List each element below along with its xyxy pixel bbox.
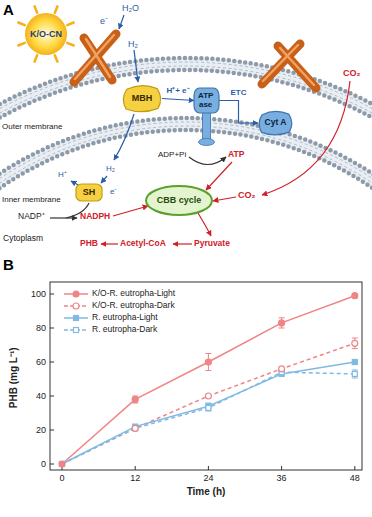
molecule-label: CO₂ bbox=[238, 190, 256, 200]
x-tick-label: 12 bbox=[130, 473, 140, 483]
node-text: ATP ase bbox=[198, 91, 213, 109]
molecule-label: H₂O bbox=[122, 3, 139, 13]
legend-sample bbox=[64, 289, 88, 299]
electron-label: e⁻ bbox=[100, 16, 108, 26]
legend-marker bbox=[74, 328, 79, 333]
connector bbox=[219, 101, 258, 124]
electron-label: e⁻ bbox=[110, 187, 117, 196]
chart-frame bbox=[50, 282, 362, 470]
x-tick-label: 36 bbox=[277, 473, 287, 483]
y-tick-label: 60 bbox=[36, 357, 46, 367]
legend-text: R. eutropha-Dark bbox=[92, 325, 157, 335]
rounded-shape bbox=[194, 88, 219, 113]
y-axis-title: PHB (mg L⁻¹) bbox=[7, 348, 19, 409]
edge-label: ETC bbox=[231, 88, 247, 97]
panel-letter: A bbox=[3, 1, 14, 18]
pathway-arrows bbox=[50, 15, 350, 244]
legend-entry: K/O-R. eutropha-Light bbox=[64, 289, 175, 299]
legend-marker bbox=[74, 316, 79, 321]
sh-enzyme: SH bbox=[76, 184, 102, 201]
metabolite-label: Acetyl-CoA bbox=[120, 239, 166, 249]
sun-ray bbox=[67, 43, 73, 46]
mbh-enzyme: MBH bbox=[122, 84, 162, 113]
legend-marker bbox=[73, 291, 79, 297]
node-text: K/O-CN bbox=[30, 29, 62, 39]
x-tick-label: 48 bbox=[350, 473, 360, 483]
node-text: CBB cycle bbox=[156, 195, 202, 205]
sun-ray bbox=[18, 43, 24, 46]
chart-markers bbox=[59, 293, 358, 467]
legend-marker bbox=[73, 303, 79, 309]
region-label: Cytoplasm bbox=[3, 234, 43, 244]
inner-membrane bbox=[0, 118, 372, 191]
legend-entry: R. eutropha-Light bbox=[64, 313, 158, 323]
connector bbox=[162, 99, 194, 101]
y-tick-label: 40 bbox=[36, 391, 46, 401]
edge-label: H⁺+ e⁻ bbox=[166, 86, 189, 95]
sun-ray bbox=[35, 6, 38, 12]
chart-series bbox=[62, 296, 358, 464]
y-tick-label: 0 bbox=[41, 459, 46, 469]
legend-text: K/O-R. eutropha-Dark bbox=[92, 301, 175, 311]
node-text: Cyt A bbox=[264, 118, 287, 128]
x-axis-title: Time (h) bbox=[187, 486, 226, 498]
y-tick-label: 80 bbox=[36, 323, 46, 333]
molecule-label: ADP+Pi bbox=[158, 150, 186, 159]
legend-text: K/O-R. eutropha-Light bbox=[92, 289, 175, 299]
blob-shape bbox=[123, 86, 160, 112]
rounded-shape bbox=[76, 184, 102, 201]
node-text: SH bbox=[82, 187, 96, 197]
molecule-label: H₂ bbox=[106, 164, 115, 173]
photocatalyst-sun: K/O-CN bbox=[14, 2, 78, 66]
sun-ray bbox=[35, 55, 38, 61]
ion-label: H⁺ bbox=[58, 170, 67, 179]
sun-ray bbox=[55, 55, 58, 61]
molecule-label: ATP bbox=[228, 150, 244, 160]
cofactor-label: NADPH bbox=[80, 212, 110, 222]
membrane-label: Outer membrane bbox=[2, 122, 62, 131]
molecule-label: CO₂ bbox=[343, 68, 361, 78]
legend-text: R. eutropha-Light bbox=[92, 313, 158, 323]
product-label: PHB bbox=[80, 239, 98, 249]
blob-shape bbox=[259, 111, 292, 134]
legend-sample bbox=[64, 325, 88, 335]
panel-letter: B bbox=[3, 256, 14, 273]
y-tick-label: 100 bbox=[31, 289, 46, 299]
cofactor-label: NADP⁺ bbox=[18, 212, 45, 222]
sun-ray bbox=[18, 23, 24, 26]
node-text: MBH bbox=[131, 93, 153, 103]
atp-synthase-stalk bbox=[199, 110, 215, 146]
molecule-label: H₂ bbox=[128, 39, 138, 49]
x-tick-label: 0 bbox=[59, 473, 64, 483]
legend-sample bbox=[64, 301, 88, 311]
x-tick-label: 24 bbox=[203, 473, 213, 483]
atp-synthase: ATP ase bbox=[194, 88, 219, 113]
legend-sample bbox=[64, 313, 88, 323]
sun-ray bbox=[67, 23, 73, 26]
cbb-cycle: CBB cycle bbox=[146, 186, 212, 215]
y-tick-label: 20 bbox=[36, 425, 46, 435]
metabolite-label: Pyruvate bbox=[194, 239, 230, 249]
nanorods bbox=[74, 34, 316, 88]
cytochrome: Cyt A bbox=[258, 110, 293, 136]
ellipse-shape bbox=[146, 186, 212, 215]
sun-ray bbox=[55, 6, 58, 12]
sun-core bbox=[25, 13, 67, 55]
membrane-label: Inner membrane bbox=[2, 195, 61, 204]
legend-entry: K/O-R. eutropha-Dark bbox=[64, 301, 175, 311]
legend-entry: R. eutropha-Dark bbox=[64, 325, 157, 335]
